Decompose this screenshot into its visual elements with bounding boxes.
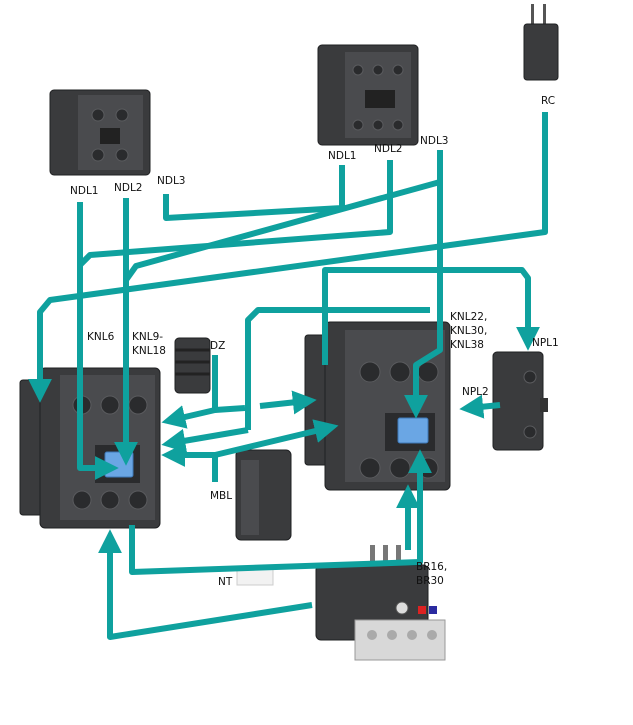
label-knl38: KNL38	[450, 339, 484, 351]
overload-relay	[315, 545, 446, 661]
label-nt: NT	[218, 576, 233, 588]
npl-aux-contact	[492, 351, 548, 451]
label-knl30: KNL30,	[450, 325, 488, 337]
label-top-ndl3: NDL3	[420, 135, 449, 147]
label-knl18: KNL18	[132, 345, 166, 357]
label-dz: DZ	[210, 340, 226, 352]
label-npl2: NPL2	[462, 386, 489, 398]
label-left-ndl2: NDL2	[114, 182, 143, 194]
aux-block-left	[49, 89, 151, 176]
label-top-ndl1: NDL1	[328, 150, 357, 162]
mbl-interlock	[235, 449, 292, 541]
label-left-ndl3: NDL3	[157, 175, 186, 187]
label-rc: RC	[541, 95, 556, 107]
label-knl22: KNL22,	[450, 311, 488, 323]
label-mbl: MBL	[210, 490, 233, 502]
dz-suppressor	[174, 337, 211, 394]
label-npl1: NPL1	[532, 337, 559, 349]
connector-lines	[28, 112, 548, 640]
label-knl6: KNL6	[87, 331, 115, 343]
label-left-ndl1: NDL1	[70, 185, 99, 197]
aux-block-top	[317, 44, 419, 146]
contactor-left	[19, 367, 161, 529]
label-top-ndl2: NDL2	[374, 143, 403, 155]
label-br30: BR30	[416, 575, 444, 587]
label-br16: BR16,	[416, 561, 448, 573]
label-knl9: KNL9-	[132, 331, 164, 343]
rc-module	[523, 4, 559, 81]
